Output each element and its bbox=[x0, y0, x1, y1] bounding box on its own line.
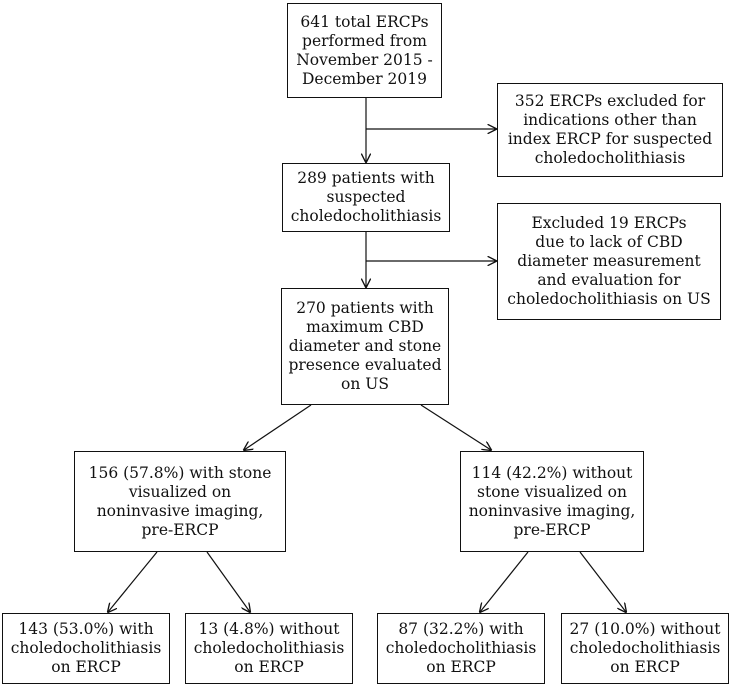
arrow-evaluated-to-with-stone bbox=[244, 404, 312, 450]
arrow-without-stone-to-leaf3 bbox=[480, 551, 529, 612]
arrow-without-stone-to-leaf4 bbox=[579, 551, 626, 612]
arrow-with-stone-to-leaf1 bbox=[108, 551, 158, 612]
arrow-with-stone-to-leaf2 bbox=[206, 551, 250, 612]
arrow-evaluated-to-without-stone bbox=[420, 404, 491, 450]
